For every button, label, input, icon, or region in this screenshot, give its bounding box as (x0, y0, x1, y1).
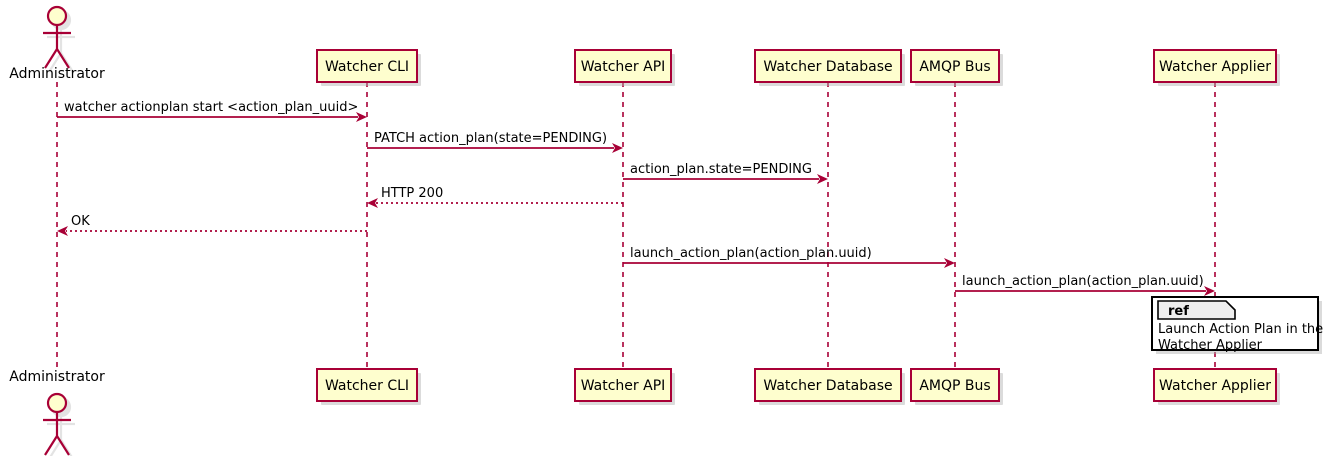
participant-box-amqp-bus-top[interactable] (910, 49, 1000, 83)
message-arrowhead-m5 (57, 226, 68, 236)
actor-label-administrator-top: Administrator (9, 66, 105, 82)
participant-label-amqp-bus-top: AMQP Bus (919, 59, 990, 75)
message-m3[interactable]: action_plan.state=PENDING (623, 162, 828, 184)
participant-box-amqp-bus-bottom[interactable] (910, 368, 1000, 402)
message-arrowhead-m2 (612, 143, 623, 153)
message-m1[interactable]: watcher actionplan start <action_plan_uu… (57, 100, 367, 122)
message-label-m2: PATCH action_plan(state=PENDING) (374, 131, 607, 146)
participant-label-watcher-database-bottom: Watcher Database (763, 378, 892, 394)
message-arrowhead-m3 (817, 174, 828, 184)
participant-label-watcher-applier-bottom: Watcher Applier (1159, 378, 1271, 394)
participant-box-watcher-cli-top[interactable] (316, 49, 418, 83)
message-label-m4: HTTP 200 (381, 186, 443, 201)
ref-header-tab (1157, 300, 1236, 320)
actor-figure-administrator-top (43, 5, 75, 73)
participant-box-watcher-database-top[interactable] (754, 49, 902, 83)
message-arrowhead-m4 (367, 198, 378, 208)
ref-body-line-0: Launch Action Plan in the (1158, 322, 1323, 337)
ref-operator-label: ref (1168, 304, 1189, 319)
participant-box-watcher-cli-bottom[interactable] (316, 368, 418, 402)
message-arrowhead-m6 (944, 258, 955, 268)
message-label-m7: launch_action_plan(action_plan.uuid) (962, 274, 1204, 289)
message-arrowhead-m1 (356, 112, 367, 122)
participant-label-watcher-cli-bottom: Watcher CLI (325, 378, 409, 394)
participant-box-watcher-applier-bottom[interactable] (1153, 368, 1277, 402)
message-m4[interactable]: HTTP 200 (367, 186, 623, 208)
message-label-m1: watcher actionplan start <action_plan_uu… (64, 100, 358, 115)
participant-label-watcher-cli-top: Watcher CLI (325, 59, 409, 75)
message-m5[interactable]: OK (57, 214, 367, 236)
actor-label-administrator-bottom: Administrator (9, 369, 105, 385)
message-label-m5: OK (71, 214, 90, 229)
message-m2[interactable]: PATCH action_plan(state=PENDING) (367, 131, 623, 153)
participant-label-watcher-applier-top: Watcher Applier (1159, 59, 1271, 75)
message-arrowhead-m7 (1204, 286, 1215, 296)
participant-box-watcher-applier-top[interactable] (1153, 49, 1277, 83)
message-label-m3: action_plan.state=PENDING (630, 162, 812, 177)
message-m7[interactable]: launch_action_plan(action_plan.uuid) (955, 274, 1215, 296)
participant-label-watcher-api-bottom: Watcher API (581, 378, 666, 394)
participant-box-watcher-api-bottom[interactable] (574, 368, 672, 402)
actor-figure-administrator-bottom (43, 392, 75, 456)
ref-body-line-1: Watcher Applier (1158, 338, 1263, 353)
participant-box-watcher-api-top[interactable] (574, 49, 672, 83)
message-label-m6: launch_action_plan(action_plan.uuid) (630, 246, 872, 261)
participant-label-watcher-api-top: Watcher API (581, 59, 666, 75)
participant-box-watcher-database-bottom[interactable] (754, 368, 902, 402)
participant-label-amqp-bus-bottom: AMQP Bus (919, 378, 990, 394)
message-m6[interactable]: launch_action_plan(action_plan.uuid) (623, 246, 955, 268)
participant-label-watcher-database-top: Watcher Database (763, 59, 892, 75)
